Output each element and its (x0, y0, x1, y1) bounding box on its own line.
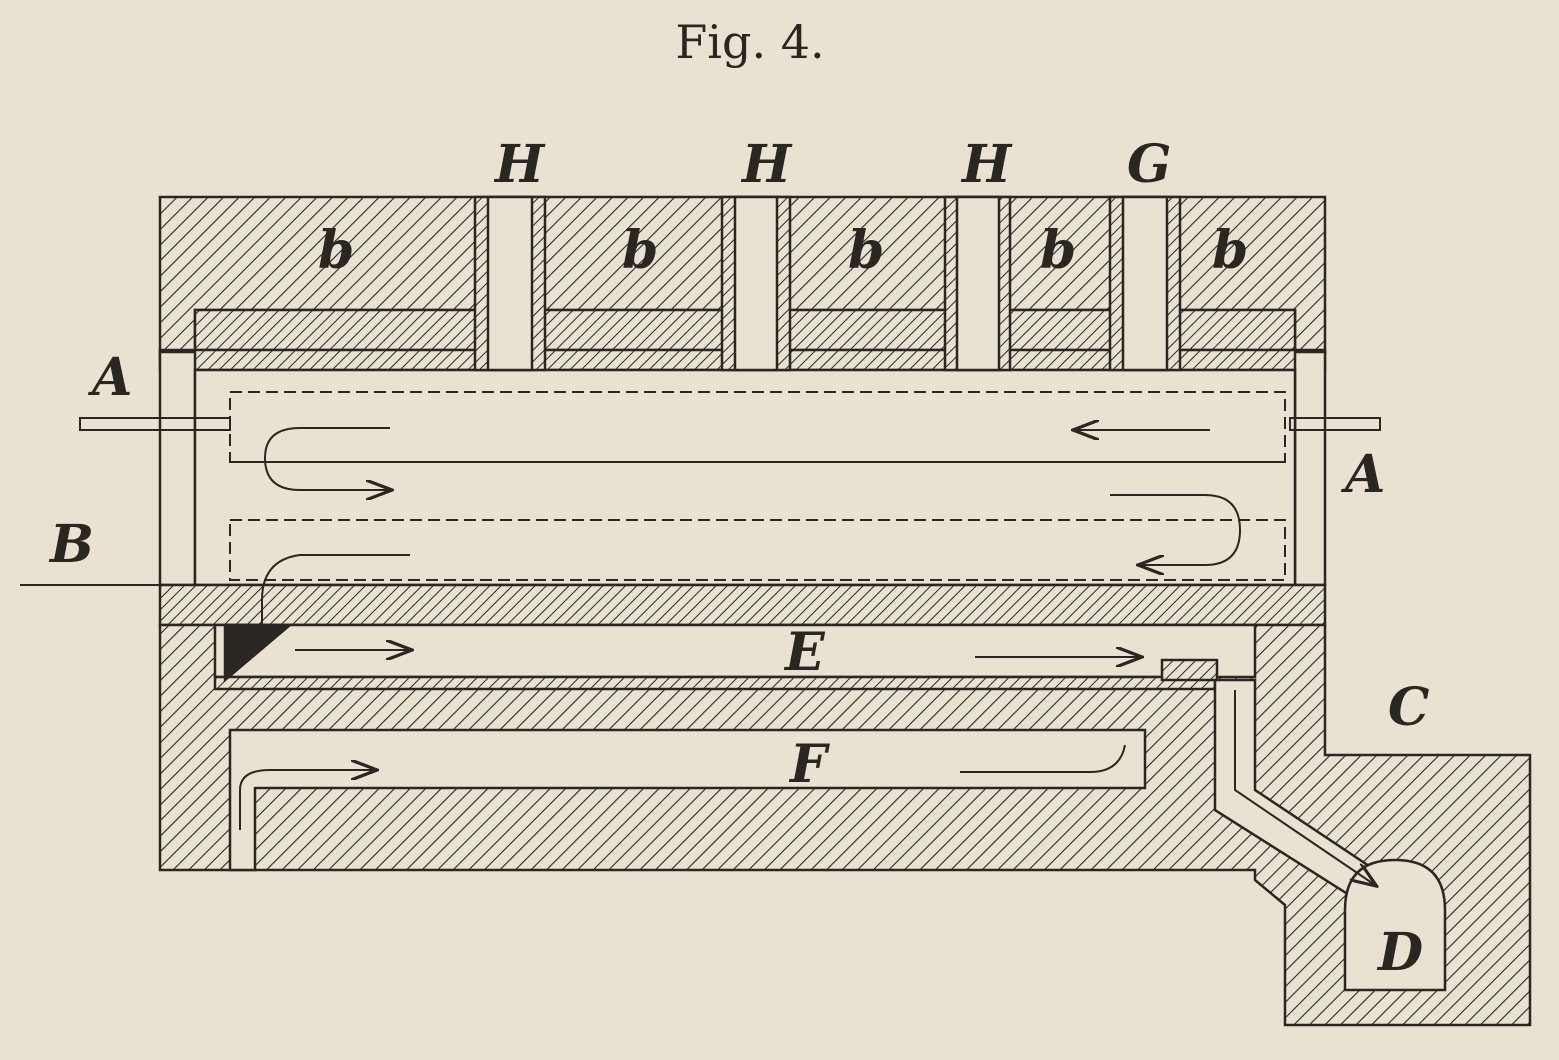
label-block-b3: b (848, 220, 884, 281)
label-block-b2: b (622, 220, 658, 281)
label-b: B (48, 514, 94, 575)
label-block-b4: b (1040, 220, 1076, 281)
label-block-b5: b (1212, 220, 1248, 281)
label-f: F (788, 734, 830, 795)
label-pipe-h3: H (960, 134, 1013, 195)
label-block-b1: b (318, 220, 354, 281)
label-pipe-h1: H (493, 134, 546, 195)
label-pipe-h2: H (740, 134, 793, 195)
label-a-left: A (87, 347, 132, 408)
label-a-right: A (1340, 444, 1385, 505)
vertical-pipes (473, 195, 1182, 372)
retort-internals (20, 391, 1381, 885)
label-pipe-g: G (1127, 134, 1171, 195)
figure-title: Fig. 4. (675, 15, 824, 69)
label-d: D (1376, 922, 1423, 983)
label-c: C (1388, 677, 1429, 738)
masonry (158, 195, 1532, 1027)
label-e: E (783, 622, 826, 683)
